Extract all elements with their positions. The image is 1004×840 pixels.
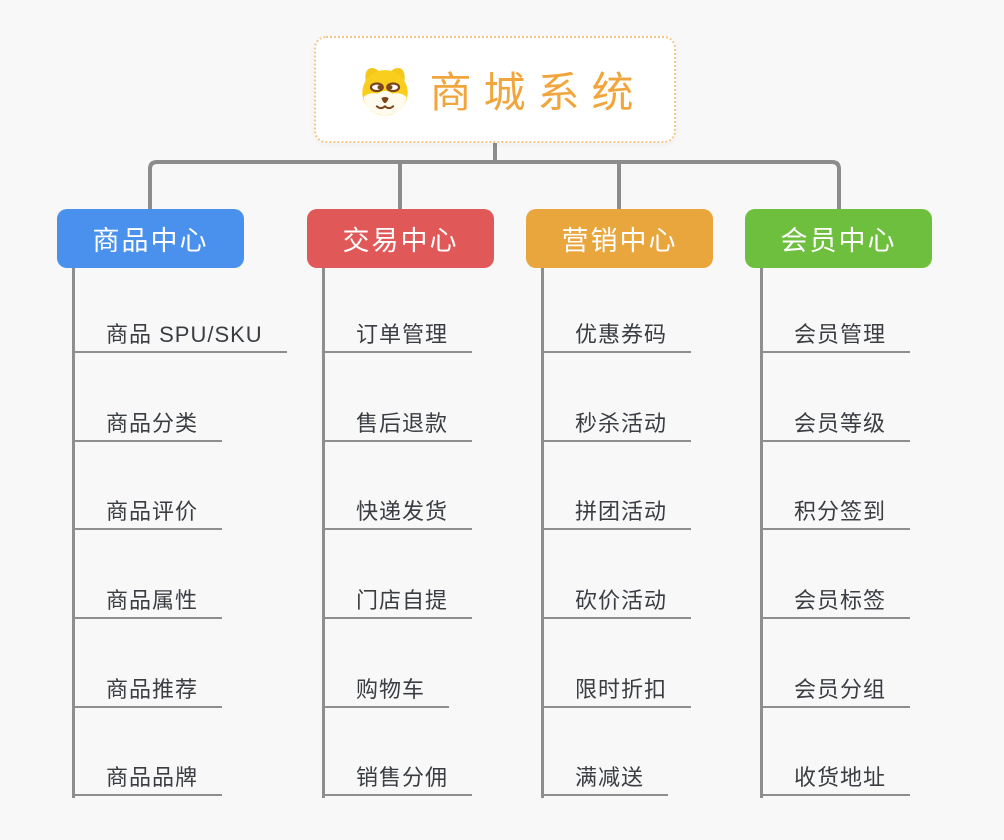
branch-trunk-line: [322, 268, 325, 798]
dog-mouth: [376, 104, 395, 109]
dog-nose: [381, 96, 390, 103]
root-title: 商城系统: [429, 69, 646, 116]
branch-header-member-center[interactable]: 会员中心: [745, 209, 932, 268]
topic-item[interactable]: 砍价活动: [541, 583, 692, 619]
root-node[interactable]: 商城系统: [314, 36, 676, 143]
branch-header-product-center[interactable]: 商品中心: [57, 209, 244, 268]
topic-item[interactable]: 限时折扣: [541, 672, 692, 708]
dog-pupil-right: [388, 84, 393, 89]
branch-header-marketing-center[interactable]: 营销中心: [526, 209, 713, 268]
topic-item[interactable]: 收货地址: [760, 760, 911, 796]
topic-item[interactable]: 秒杀活动: [541, 406, 692, 442]
topic-item[interactable]: 会员等级: [760, 406, 911, 442]
branch-header-label: 交易中心: [342, 226, 459, 256]
topic-item[interactable]: 商品属性: [72, 583, 223, 619]
topic-item[interactable]: 商品评价: [72, 494, 223, 530]
topic-item[interactable]: 会员标签: [760, 583, 911, 619]
topic-item[interactable]: 商品分类: [72, 406, 223, 442]
branch-header-trade-center[interactable]: 交易中心: [307, 209, 494, 268]
topic-item[interactable]: 销售分佣: [322, 760, 473, 796]
topic-item[interactable]: 会员分组: [760, 672, 911, 708]
topic-item[interactable]: 商品 SPU/SKU: [72, 317, 287, 353]
topic-item[interactable]: 商品品牌: [72, 760, 223, 796]
topic-item[interactable]: 会员管理: [760, 317, 911, 353]
branch-header-label: 营销中心: [561, 226, 678, 256]
branch-bus-line: [148, 160, 841, 210]
branch-trunk-line: [72, 268, 75, 798]
topic-item[interactable]: 优惠券码: [541, 317, 692, 353]
topic-item[interactable]: 满减送: [541, 760, 669, 796]
topic-item[interactable]: 积分签到: [760, 494, 911, 530]
topic-item[interactable]: 门店自提: [322, 583, 473, 619]
branch-trunk-line: [541, 268, 544, 798]
dog-icon: [362, 67, 409, 115]
dog-pupil-left: [378, 84, 383, 89]
branch-trunk-line: [760, 268, 763, 798]
topic-item[interactable]: 订单管理: [322, 317, 473, 353]
branch-header-label: 商品中心: [92, 226, 209, 256]
branch-header-label: 会员中心: [780, 226, 897, 256]
topic-item[interactable]: 拼团活动: [541, 494, 692, 530]
topic-item[interactable]: 售后退款: [322, 406, 473, 442]
topic-item[interactable]: 商品推荐: [72, 672, 223, 708]
topic-item[interactable]: 购物车: [322, 672, 450, 708]
topic-item[interactable]: 快递发货: [322, 494, 473, 530]
